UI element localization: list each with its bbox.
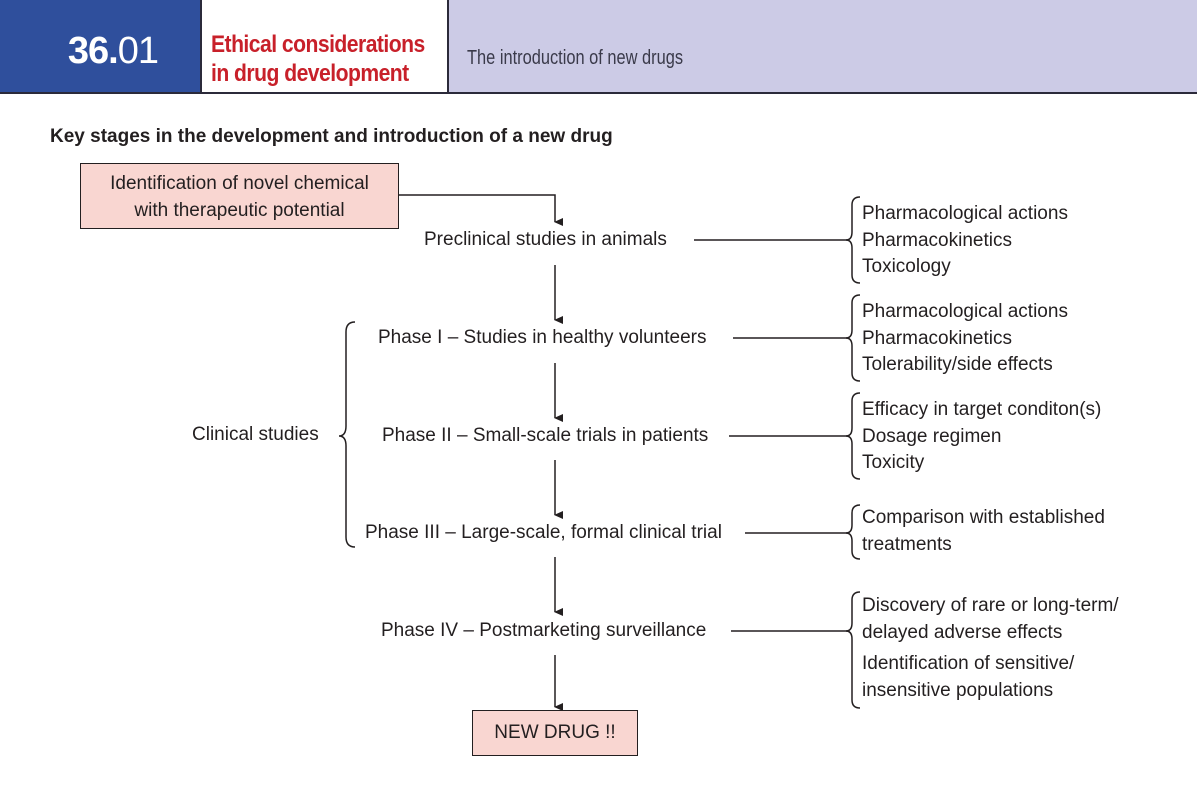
start-box-line-2: with therapeutic potential <box>134 200 345 221</box>
chapter-number: 36.01 <box>67 30 159 72</box>
end-box-new-drug: NEW DRUG !! <box>472 710 638 756</box>
note-line: Pharmacological actions <box>862 203 1068 224</box>
chapter-title: Ethical considerations in drug developme… <box>211 30 425 88</box>
brace-phase1 <box>845 294 861 382</box>
brace-phase4 <box>845 591 861 709</box>
start-box-line-1: Identification of novel chemical <box>110 173 369 194</box>
note-preclinical: Pharmacological actions Pharmacokinetics… <box>862 201 1068 281</box>
header-divider <box>0 92 1197 94</box>
stage-preclinical: Preclinical studies in animals <box>424 229 667 250</box>
chapter-number-block: 36.01 <box>0 0 200 92</box>
note-line: treatments <box>862 533 952 555</box>
clinical-studies-label: Clinical studies <box>192 424 319 445</box>
brace-preclinical <box>845 196 861 284</box>
page-header: 36.01 Ethical considerations in drug dev… <box>0 0 1197 94</box>
note-phase-3: Comparison with established treatments <box>862 505 1105 558</box>
chapter-title-line-2: in drug development <box>211 60 409 87</box>
note-line: Dosage regimen <box>862 425 1002 447</box>
stage-phase-2: Phase II – Small-scale trials in patient… <box>382 425 709 446</box>
stage-phase-4: Phase IV – Postmarketing surveillance <box>381 620 707 641</box>
note-phase-1: Pharmacological actions Pharmacokinetics… <box>862 299 1068 379</box>
note-line: Comparison with established <box>862 507 1105 528</box>
note-line: Toxicology <box>862 256 951 277</box>
note-line: Tolerability/side effects <box>862 354 1053 375</box>
note-line: Pharmacological actions <box>862 301 1068 322</box>
chapter-title-block: Ethical considerations in drug developme… <box>200 0 449 92</box>
note-line: delayed adverse effects <box>862 621 1063 643</box>
brace-phase2 <box>845 392 861 480</box>
note-line: Pharmacokinetics <box>862 229 1012 251</box>
note-phase-4: Discovery of rare or long-term/ delayed … <box>862 593 1119 704</box>
start-box-novel-chemical: Identification of novel chemical with th… <box>80 163 399 229</box>
section-title: The introduction of new drugs <box>467 47 684 69</box>
connector-start-to-preclinical <box>399 194 563 226</box>
stage-phase-3: Phase III – Large-scale, formal clinical… <box>365 522 722 543</box>
note-line: insensitive populations <box>862 679 1054 701</box>
brace-phase3 <box>845 504 861 560</box>
stage-phase-1: Phase I – Studies in healthy volunteers <box>378 327 707 348</box>
note-line: Identification of sensitive/ <box>862 653 1075 674</box>
brace-clinical-studies <box>338 321 356 548</box>
note-line: Efficacy in target conditon(s) <box>862 399 1102 420</box>
note-line: Toxicity <box>862 452 925 473</box>
diagram-heading: Key stages in the development and introd… <box>50 126 613 147</box>
chapter-title-line-1: Ethical considerations <box>211 31 425 58</box>
note-line: Discovery of rare or long-term/ <box>862 595 1119 616</box>
note-line: Pharmacokinetics <box>862 327 1012 349</box>
note-phase-2: Efficacy in target conditon(s) Dosage re… <box>862 397 1101 477</box>
